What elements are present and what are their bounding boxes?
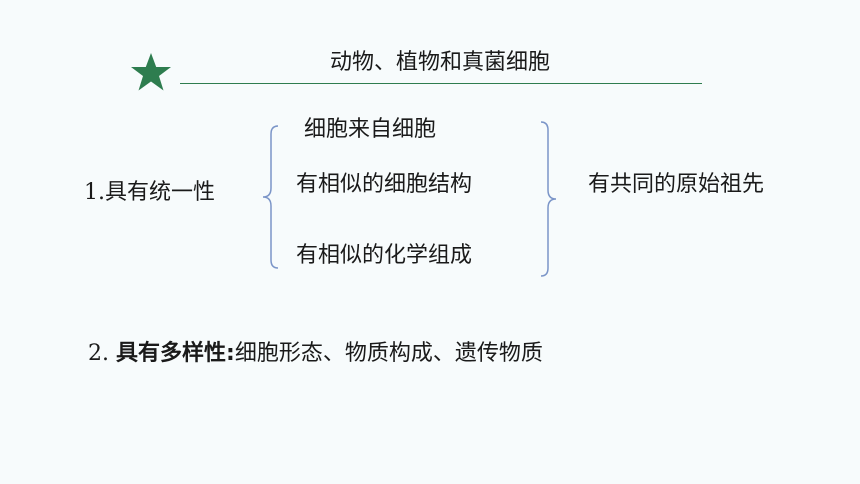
point-2: 2. 具有多样性:细胞形态、物质构成、遗传物质 bbox=[88, 339, 543, 369]
left-brace bbox=[262, 125, 279, 269]
right-brace bbox=[540, 121, 557, 277]
point-1: 1.具有统一性 bbox=[84, 178, 215, 208]
unity-item-3: 有相似的化学组成 bbox=[296, 243, 473, 268]
point-2-details: 细胞形态、物质构成、遗传物质 bbox=[234, 341, 543, 366]
unity-item-2: 有相似的细胞结构 bbox=[296, 172, 473, 197]
point-1-label: 具有统一性 bbox=[105, 180, 216, 205]
point-1-number: 1. bbox=[84, 180, 105, 205]
unity-item-1: 细胞来自细胞 bbox=[304, 117, 437, 142]
common-ancestor-conclusion: 有共同的原始祖先 bbox=[588, 172, 765, 197]
title-underline bbox=[180, 83, 702, 84]
point-2-label: 具有多样性: bbox=[116, 341, 235, 366]
point-2-number: 2. bbox=[88, 341, 109, 366]
star-icon bbox=[131, 53, 171, 91]
slide-title: 动物、植物和真菌细胞 bbox=[330, 50, 551, 75]
